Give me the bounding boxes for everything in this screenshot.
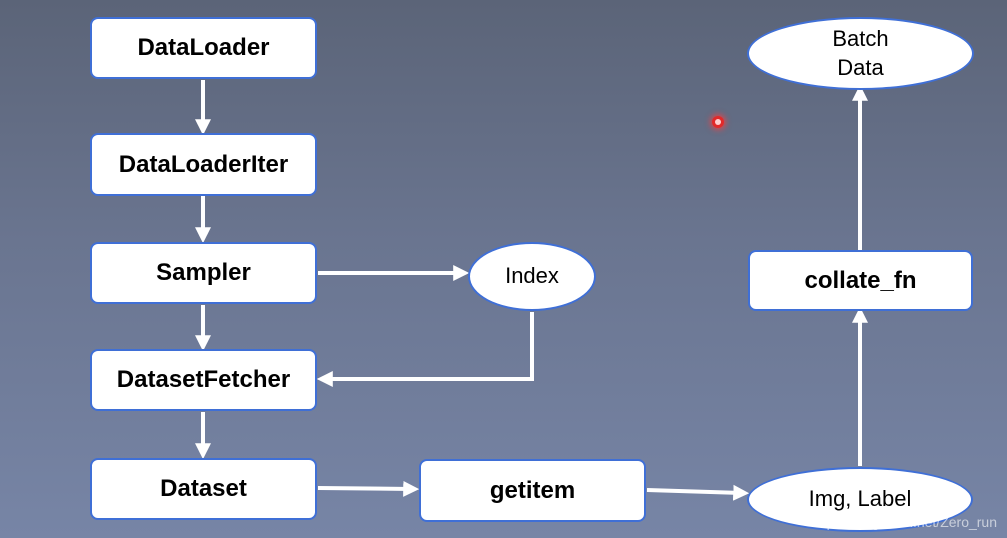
arrow-getitem-to-imglabel — [646, 484, 750, 501]
arrow-dataset-to-getitem — [317, 480, 420, 497]
index-node: Index — [468, 242, 596, 311]
dataloaderiter-label: DataLoaderIter — [118, 150, 289, 178]
dataloader-label: DataLoader — [137, 34, 270, 61]
batch-data-line2: Data — [837, 54, 884, 80]
img-label-label: Img, Label — [808, 486, 912, 512]
sampler-node: Sampler — [90, 242, 317, 304]
pointer-dot — [712, 116, 724, 128]
arrow-index-to-fetcher — [316, 312, 534, 387]
dataset-label: Dataset — [160, 475, 247, 502]
collate-fn-node: collate_fn — [748, 250, 973, 311]
img-label-node: Img, Label — [747, 467, 973, 532]
datasetfetcher-node: DatasetFetcher — [90, 349, 317, 411]
getitem-node: getitem — [419, 459, 646, 522]
collate-fn-label: collate_fn — [804, 266, 917, 294]
batch-data-node: Batch Data — [747, 17, 974, 90]
dataset-node: Dataset — [90, 458, 317, 520]
watermark: https://blog.csdn.net/Zero_run — [811, 514, 997, 530]
dataloader-node: DataLoader — [90, 17, 317, 79]
datasetfetcher-label: DatasetFetcher — [116, 366, 291, 393]
dataloaderiter-node: DataLoaderIter — [90, 133, 317, 196]
sampler-label: Sampler — [156, 259, 251, 286]
index-label: Index — [505, 263, 559, 289]
getitem-label: getitem — [489, 476, 576, 504]
batch-data-line1: Batch — [832, 25, 889, 51]
